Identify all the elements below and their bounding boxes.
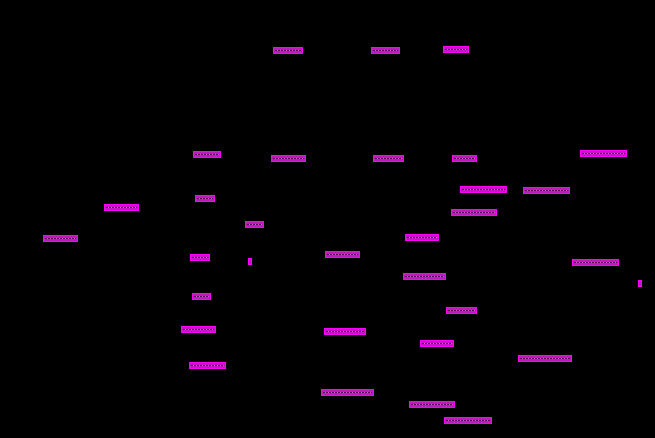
diagram-node-box	[460, 186, 507, 193]
diagram-node-box	[43, 235, 78, 242]
diagram-node-box	[443, 46, 469, 53]
diagram-node-box	[193, 151, 221, 158]
diagram-node-box	[195, 195, 215, 202]
diagram-node-box	[403, 273, 446, 280]
diagram-node-box	[248, 258, 252, 265]
diagram-node-box	[373, 155, 404, 162]
diagram-node-box	[192, 293, 211, 300]
diagram-node-box	[181, 326, 216, 333]
diagram-node-box	[405, 234, 439, 241]
diagram-node-box	[321, 389, 374, 396]
diagram-node-box	[446, 307, 477, 314]
diagram-node-box	[638, 280, 642, 287]
diagram-node-box	[523, 187, 570, 194]
diagram-node-box	[451, 209, 497, 216]
diagram-node-box	[518, 355, 572, 362]
diagram-node-box	[190, 254, 210, 261]
diagram-node-box	[572, 259, 619, 266]
diagram-node-box	[324, 328, 366, 335]
diagram-node-box	[104, 204, 139, 211]
diagram-node-box	[452, 155, 477, 162]
diagram-node-box	[245, 221, 264, 228]
diagram-node-box	[409, 401, 455, 408]
diagram-node-box	[273, 47, 303, 54]
diagram-node-box	[189, 362, 226, 369]
diagram-node-box	[325, 251, 360, 258]
diagram-node-box	[271, 155, 306, 162]
diagram-node-box	[371, 47, 400, 54]
diagram-node-box	[444, 417, 492, 424]
diagram-node-box	[420, 340, 454, 347]
diagram-node-box	[580, 150, 627, 157]
